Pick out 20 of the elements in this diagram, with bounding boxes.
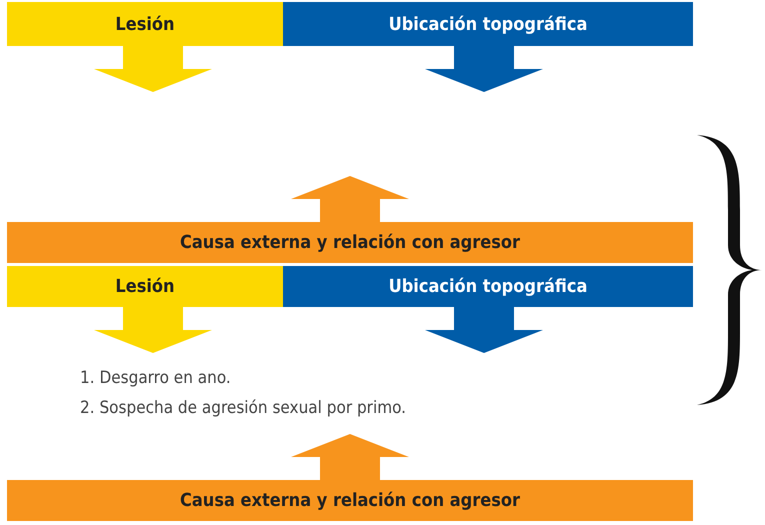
- block-arrow: [291, 176, 409, 222]
- list-item: 2. Sospecha de agresión sexual por primo.: [80, 398, 406, 418]
- bar-label: Causa externa y relación con agresor: [180, 232, 520, 253]
- block-arrow: [425, 307, 543, 353]
- bar-label: Ubicación topográfica: [388, 14, 588, 34]
- bar-label: Ubicación topográfica: [388, 276, 588, 297]
- header-bar: [283, 266, 693, 307]
- block-arrow: [425, 46, 543, 92]
- header-bar: [283, 2, 693, 46]
- cause-bar: [7, 222, 693, 263]
- bar-label: Lesión: [115, 14, 175, 34]
- block-arrow: [94, 307, 212, 353]
- header-bar: [7, 2, 283, 46]
- header-bar: [7, 266, 283, 307]
- bar-label: Causa externa y relación con agresor: [180, 490, 520, 511]
- cause-bar: [7, 480, 693, 521]
- block-arrow: [94, 46, 212, 92]
- bar-label: Lesión: [115, 276, 175, 297]
- block-arrow: [291, 434, 409, 480]
- list-item: 1. Desgarro en ano.: [80, 368, 231, 388]
